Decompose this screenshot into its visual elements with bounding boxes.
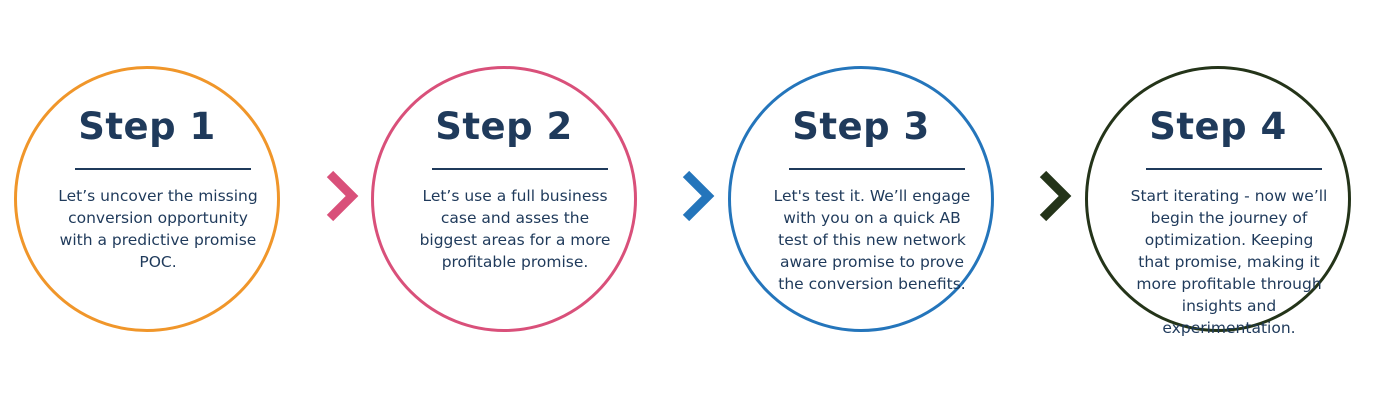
- step-1-title: Step 1: [78, 105, 216, 148]
- step-2-title: Step 2: [435, 105, 573, 148]
- step-3-description: Let's test it. We’ll engage with you on …: [773, 187, 971, 293]
- step-1-circle: Step 1 Let’s uncover the missing convers…: [14, 66, 280, 332]
- step-4-title: Step 4: [1149, 105, 1287, 148]
- chevron-right-icon: [1035, 166, 1075, 226]
- step-4-divider: [1146, 168, 1322, 170]
- step-3-circle: Step 3 Let's test it. We’ll engage with …: [728, 66, 994, 332]
- step-2-circle: Step 2 Let’s use a full business case an…: [371, 66, 637, 332]
- step-1-divider: [75, 168, 251, 170]
- step-4-circle: Step 4 Start iterating - now we’ll begin…: [1085, 66, 1351, 337]
- chevron-right-icon: [678, 166, 718, 226]
- chevron-right-icon: [322, 166, 362, 226]
- step-3-divider: [789, 168, 965, 170]
- step-4-description: Start iterating - now we’ll begin the jo…: [1130, 187, 1328, 337]
- step-2-description: Let’s use a full business case and asses…: [419, 187, 611, 271]
- step-2-divider: [432, 168, 608, 170]
- step-1-description: Let’s uncover the missing conversion opp…: [58, 187, 258, 271]
- step-3-title: Step 3: [792, 105, 930, 148]
